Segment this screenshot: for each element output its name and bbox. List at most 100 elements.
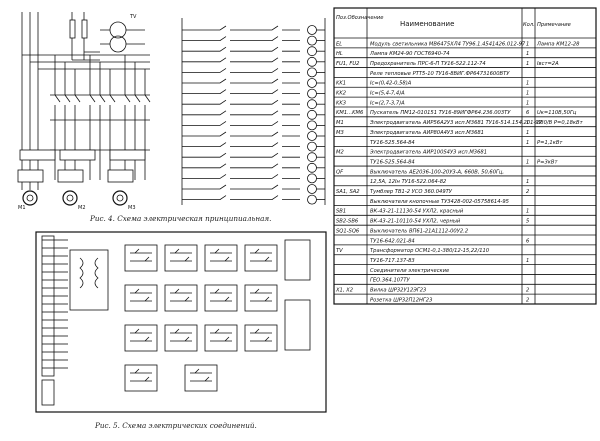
relay-coil-symbol [307, 25, 317, 35]
row-note: Uк=110В,50Гц [537, 110, 577, 116]
contactor-module [244, 284, 278, 312]
row-pos: KM1...KM6 [336, 110, 364, 116]
power-circuit-diagram: TV М1 М2 М3 [17, 12, 271, 223]
relay-coil-symbol [307, 56, 317, 67]
row-pos: SQ1-SQ6 [336, 228, 360, 234]
row-qty: 1 [526, 81, 529, 87]
contactor-module [204, 284, 238, 312]
row-qty: 1 [526, 120, 529, 126]
row-qty: 1 [526, 91, 529, 97]
table-row: M1 Электродвигатель АИР56А2У3 исп.М3681 Т… [334, 120, 596, 128]
row-qty: 5 [526, 219, 530, 225]
row-qty: 2 [526, 189, 529, 195]
row-name: Электродвигатель АИР80А4У3 исп.М3681 [369, 130, 484, 136]
table-row: Соединители электрические [334, 268, 596, 275]
row-name: Тумблер ТВ1-2 УСО 360.049ТУ [370, 189, 453, 195]
relay-coil-symbol [307, 67, 317, 78]
row-pos: QF [336, 169, 344, 175]
row-name: ТУ16-642.021-84 [370, 238, 415, 244]
row-pos: M1 [336, 120, 344, 126]
row-pos: SB1 [336, 209, 346, 215]
row-name: Iс=(2,7-3,7)А [370, 100, 405, 106]
row-pos: EL [336, 41, 342, 47]
row-pos: M3 [336, 130, 344, 136]
relay-coil-symbol [307, 131, 317, 141]
row-name: Электродвигатель АИР100S4У3 исп.М3681 [369, 150, 487, 156]
contactor-module [164, 284, 198, 312]
wiring-connections-diagram: Рис. 5. Схема электрических соединений. [35, 231, 327, 430]
contactor-module [204, 244, 238, 272]
row-name: Электродвигатель АИР56А2У3 исп.М3681 ТУ1… [369, 120, 543, 126]
row-pos: KK2 [336, 91, 346, 97]
row-name: Выключатель ВП61-21А1112-00У2.2 [370, 228, 468, 234]
relay-coil-symbol [307, 173, 317, 184]
table-row: ГЕО.364.107ТУ [334, 278, 596, 285]
row-name: 12,5А, 12Iн ТУ16-522.064-82 [370, 179, 446, 185]
row-note: Р=3кВт [537, 159, 558, 165]
motor-m2: М2 [62, 190, 86, 211]
row-qty: 6 [526, 238, 530, 244]
relay-coil-symbol [307, 35, 317, 46]
table-row: Реле тепловые РТТ5-10 ТУ16-8ВИГ.ФР647316… [334, 71, 596, 78]
row-qty: 1 [526, 209, 529, 215]
row-qty: 1 [526, 258, 529, 264]
row-note: Лампа КМ12-28 [536, 41, 580, 47]
motor-m3: М3 [112, 190, 136, 211]
row-name: Розетка ШР32П12НГ23 [370, 297, 432, 303]
row-qty: 1 [526, 159, 529, 165]
contactor-module [184, 364, 218, 392]
row-name: Выключатель АЕ2036-100-20У3-А, 660В, 50,… [370, 169, 504, 175]
row-name: Модуль светильника MB6475XЛ4 ТУ96.1.4541… [370, 41, 526, 47]
row-pos: KK3 [336, 100, 346, 106]
contactor-module [164, 244, 198, 272]
row-note: Р=1,1кВт [537, 140, 563, 146]
svg-text:М3: М3 [128, 205, 136, 211]
contactor-module [244, 324, 278, 352]
row-qty: 1 [526, 140, 529, 146]
row-qty: 1 [526, 61, 529, 67]
table-row: QF Выключатель АЕ2036-100-20У3-А, 660В, 5… [334, 169, 596, 177]
row-name: Реле тепловые РТТ5-10 ТУ16-8ВИГ.ФР647316… [370, 71, 510, 77]
row-name: Iс=(5,4-7,4)А [370, 91, 405, 97]
contactor-module [164, 324, 198, 352]
parts-list-table: Поз.Обозначение Наименование Кол. Примеч… [333, 7, 597, 305]
row-qty: 1 [526, 51, 529, 57]
row-qty: 1 [526, 41, 529, 47]
row-note: 380/В Р=0,18кВт [537, 120, 584, 126]
row-pos: M2 [336, 150, 344, 156]
table-row: M3 Электродвигатель АИР80А4У3 исп.М3681 1 [334, 130, 596, 137]
row-name: Выключатели кнопочные ТУ3428-002-0575861… [370, 199, 510, 205]
header-note: Примечание [537, 22, 571, 28]
transformer-label: TV [129, 14, 137, 20]
row-name: Пускатель ПМ12-010151 ТУ16-89ИГФР64.236.… [370, 110, 511, 116]
relay-coil-symbol [307, 184, 317, 194]
row-name: Лампа КМ24-90 ГОСТ6940-74 [369, 51, 450, 57]
figure-4-caption: Рис. 4. Схема электрическая принципиальн… [89, 214, 271, 223]
motor-m1: М1 [18, 190, 38, 211]
table-row: M2 Электродвигатель АИР100S4У3 исп.М3681 [334, 150, 596, 157]
relay-coil-symbol [307, 152, 317, 163]
relay-coil-symbol [307, 99, 317, 110]
row-qty: 1 [526, 130, 529, 136]
row-pos: FU1, FU2 [336, 61, 359, 67]
contactor-module [124, 324, 158, 352]
row-name: Трансформатор ОСМ1-0,1-380/12-15,22/110 [370, 248, 490, 254]
row-qty: 2 [526, 288, 529, 294]
row-name: Iс=(0,42-0,58)А [370, 81, 412, 87]
header-pos: Поз.Обозначение [336, 15, 383, 21]
control-ladder-diagram [181, 18, 326, 205]
row-pos: X1, X2 [335, 288, 353, 294]
relay-coil-symbol [307, 78, 317, 88]
table-row: ТУ16-642.021-84 6 [334, 238, 596, 246]
table-row: Выключатели кнопочные ТУ3428-002-0575861… [334, 199, 596, 206]
